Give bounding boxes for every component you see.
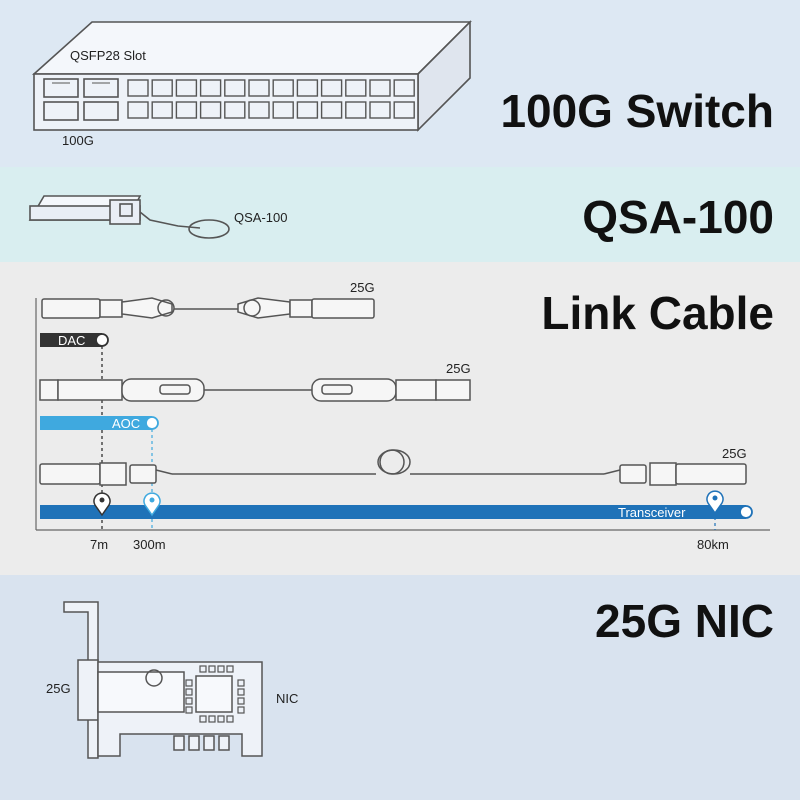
link-cable-title: Link Cable [541, 287, 774, 339]
qsa-module-illustration [28, 195, 230, 239]
switch-title: 100G Switch [500, 85, 774, 137]
chip-pin [226, 715, 234, 723]
dac-cable-illustration [41, 297, 375, 319]
switch-port [272, 101, 294, 119]
qsa-title: QSA-100 [582, 191, 774, 243]
chip-pin [217, 665, 225, 673]
switch-port [199, 101, 222, 119]
chip-pin [199, 715, 207, 723]
transceiver-label: Transceiver [618, 505, 686, 520]
chip-pin [237, 706, 245, 714]
nic-title: 25G NIC [595, 595, 774, 647]
switch-port [369, 101, 391, 119]
dac-label: DAC [58, 333, 85, 348]
switch-port [345, 101, 367, 119]
nic-card-illustration [63, 601, 263, 759]
dac-reach-pin-icon [93, 492, 111, 517]
switch-port [151, 101, 173, 119]
chip-pin [217, 715, 225, 723]
chip-pin [226, 665, 234, 673]
switch-port [369, 79, 391, 97]
chip-pin [199, 665, 207, 673]
switch-port [393, 101, 415, 119]
transceiver-bar-end [739, 505, 753, 519]
transceiver-bar [40, 505, 746, 519]
switch-port [127, 79, 149, 97]
dac-bar-end [95, 333, 109, 347]
qsfp28-slot-label: QSFP28 Slot [70, 48, 146, 63]
switch-port [248, 79, 270, 97]
aoc-bar [40, 416, 152, 430]
nic-port-label: 25G [46, 681, 71, 696]
chip-pin [237, 688, 245, 696]
switch-port [345, 79, 367, 97]
switch-illustration [31, 20, 472, 132]
chip-pin [237, 697, 245, 705]
dac-bar [40, 333, 102, 347]
switch-port [296, 79, 319, 97]
nic-chip-pins [185, 665, 245, 723]
transceiver-link-illustration [39, 449, 747, 486]
switch-100g-label: 100G [62, 133, 94, 148]
switch-port [296, 101, 319, 119]
aoc-bar-end [145, 416, 159, 430]
switch-port [199, 79, 222, 97]
chip-pin [208, 665, 216, 673]
transceiver-speed-label: 25G [722, 446, 747, 461]
switch-port [320, 79, 343, 97]
dac-reach-label: 7m [90, 537, 108, 552]
chip-pin [237, 679, 245, 687]
switch-port [224, 79, 246, 97]
switch-25g-ports [127, 79, 415, 119]
switch-port [127, 101, 149, 119]
aoc-speed-label: 25G [446, 361, 471, 376]
switch-port [151, 79, 173, 97]
switch-port [393, 79, 415, 97]
switch-port [272, 79, 294, 97]
switch-port [175, 79, 198, 97]
switch-port [175, 101, 198, 119]
chip-pin [185, 688, 193, 696]
transceiver-reach-label: 80km [697, 537, 729, 552]
nic-card-label: NIC [276, 691, 298, 706]
switch-port [320, 101, 343, 119]
qsa-module-label: QSA-100 [234, 210, 287, 225]
transceiver-reach-pin-icon [706, 490, 724, 515]
chip-pin [185, 679, 193, 687]
chip-pin [185, 706, 193, 714]
chip-pin [185, 697, 193, 705]
aoc-reach-label: 300m [133, 537, 166, 552]
aoc-reach-pin-icon [143, 492, 161, 517]
chip-pin [208, 715, 216, 723]
dac-speed-label: 25G [350, 280, 375, 295]
aoc-cable-illustration [39, 378, 471, 402]
aoc-label: AOC [112, 416, 140, 431]
switch-port [248, 101, 270, 119]
switch-port [224, 101, 246, 119]
